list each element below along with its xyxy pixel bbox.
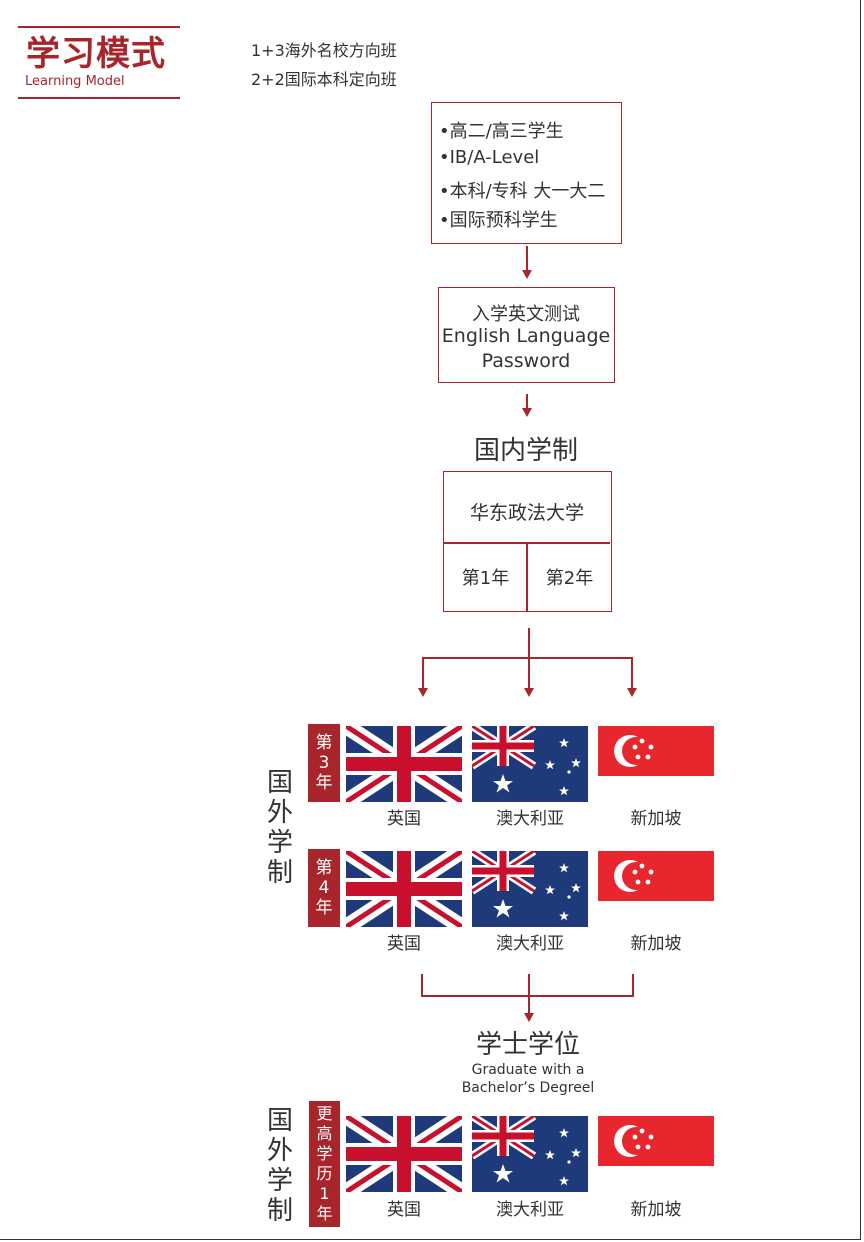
branch-left	[422, 657, 424, 688]
tag-char: 更	[316, 1104, 333, 1123]
higher-degree-tag: 更 高 学 历 1 年	[309, 1101, 340, 1227]
degree-heading: 学士学位	[475, 1030, 580, 1060]
tag-char: 年	[315, 898, 333, 918]
eligibility-item: •IB/A-Level	[439, 147, 540, 168]
overseas-char: 外	[266, 1136, 293, 1166]
overseas-char: 外	[266, 798, 293, 828]
tag-char: 年	[315, 773, 333, 793]
australia-flag-icon	[472, 1116, 588, 1192]
program-2: 2+2国际本科定向班	[251, 70, 397, 89]
country-singapore: 新加坡	[630, 809, 682, 829]
uk-flag-icon	[346, 851, 462, 927]
page-bottom-border	[0, 1239, 861, 1240]
merge-bar	[421, 995, 634, 997]
tag-char: 3	[318, 753, 330, 773]
overseas-char: 学	[266, 1166, 293, 1196]
overseas-char: 国	[266, 1106, 293, 1136]
australia-flag-icon	[472, 726, 588, 802]
header-top-rule	[18, 26, 180, 28]
page-subtitle: Learning Model	[25, 74, 125, 89]
flow-arrow-line	[526, 394, 528, 408]
overseas-label: 国 外 学 制	[264, 768, 296, 888]
degree-en-1: Graduate with a	[471, 1062, 585, 1078]
overseas-label: 国 外 学 制	[264, 1106, 296, 1226]
flow-arrow-head	[522, 270, 532, 279]
country-uk: 英国	[387, 1200, 421, 1220]
english-test-en-1: English Language	[441, 325, 611, 347]
country-uk: 英国	[387, 934, 421, 954]
country-uk: 英国	[387, 809, 421, 829]
uk-flag-icon	[346, 1116, 462, 1192]
flow-arrow-head	[418, 688, 428, 697]
tag-char: 历	[316, 1164, 333, 1183]
singapore-flag-icon	[598, 1116, 714, 1192]
overseas-char: 制	[266, 858, 293, 888]
overseas-char: 学	[266, 828, 293, 858]
branch-bar	[422, 657, 633, 659]
degree-en-2: Bachelor’s Degreel	[461, 1080, 595, 1096]
flow-arrow-head	[522, 408, 532, 417]
domestic-heading: 国内学制	[473, 436, 578, 466]
country-australia: 澳大利亚	[496, 934, 564, 954]
eligibility-box: •高二/高三学生 •IB/A-Level •本科/专科 大一大二 •国际预科学生	[431, 102, 622, 244]
merge-left	[421, 974, 423, 996]
tag-char: 第	[315, 858, 333, 878]
university-name: 华东政法大学	[469, 502, 584, 524]
australia-flag-icon	[472, 851, 588, 927]
flow-arrow-line	[526, 246, 528, 270]
branch-right	[631, 657, 633, 688]
english-test-cn: 入学英文测试	[472, 304, 580, 325]
tag-char: 4	[318, 878, 330, 898]
page-right-border	[860, 0, 861, 1240]
box-divider-v	[526, 542, 528, 612]
program-1: 1+3海外名校方向班	[251, 41, 397, 60]
english-test-en-2: Password	[481, 350, 571, 372]
overseas-char: 制	[266, 1196, 293, 1226]
merge-stem	[528, 974, 530, 1014]
uk-flag-icon	[346, 726, 462, 802]
singapore-flag-icon	[598, 851, 714, 927]
overseas-char: 国	[266, 768, 293, 798]
english-test-box: 入学英文测试 English Language Password	[438, 287, 615, 383]
flow-arrow-head	[524, 1013, 534, 1022]
singapore-flag-icon	[598, 726, 714, 802]
country-singapore: 新加坡	[630, 1200, 682, 1220]
eligibility-item: •国际预科学生	[439, 210, 558, 231]
year-2-label: 第2年	[545, 568, 594, 589]
year-4-tag: 第 4 年	[308, 849, 340, 927]
eligibility-item: •高二/高三学生	[439, 121, 564, 142]
flow-arrow-head	[524, 688, 534, 697]
header-bottom-rule	[18, 97, 180, 99]
country-singapore: 新加坡	[630, 934, 682, 954]
country-australia: 澳大利亚	[496, 1200, 564, 1220]
tag-char: 1	[319, 1184, 330, 1203]
tag-char: 学	[316, 1144, 333, 1163]
flow-arrow-head	[627, 688, 637, 697]
year-3-tag: 第 3 年	[308, 724, 340, 802]
year-1-label: 第1年	[461, 568, 510, 589]
tag-char: 年	[316, 1204, 333, 1223]
page-title: 学习模式	[26, 34, 166, 74]
tag-char: 第	[315, 733, 333, 753]
tag-char: 高	[316, 1124, 333, 1143]
country-australia: 澳大利亚	[496, 809, 564, 829]
domestic-box: 华东政法大学 第1年 第2年	[443, 471, 612, 612]
merge-right	[632, 974, 634, 996]
eligibility-item: •本科/专科 大一大二	[439, 181, 606, 202]
